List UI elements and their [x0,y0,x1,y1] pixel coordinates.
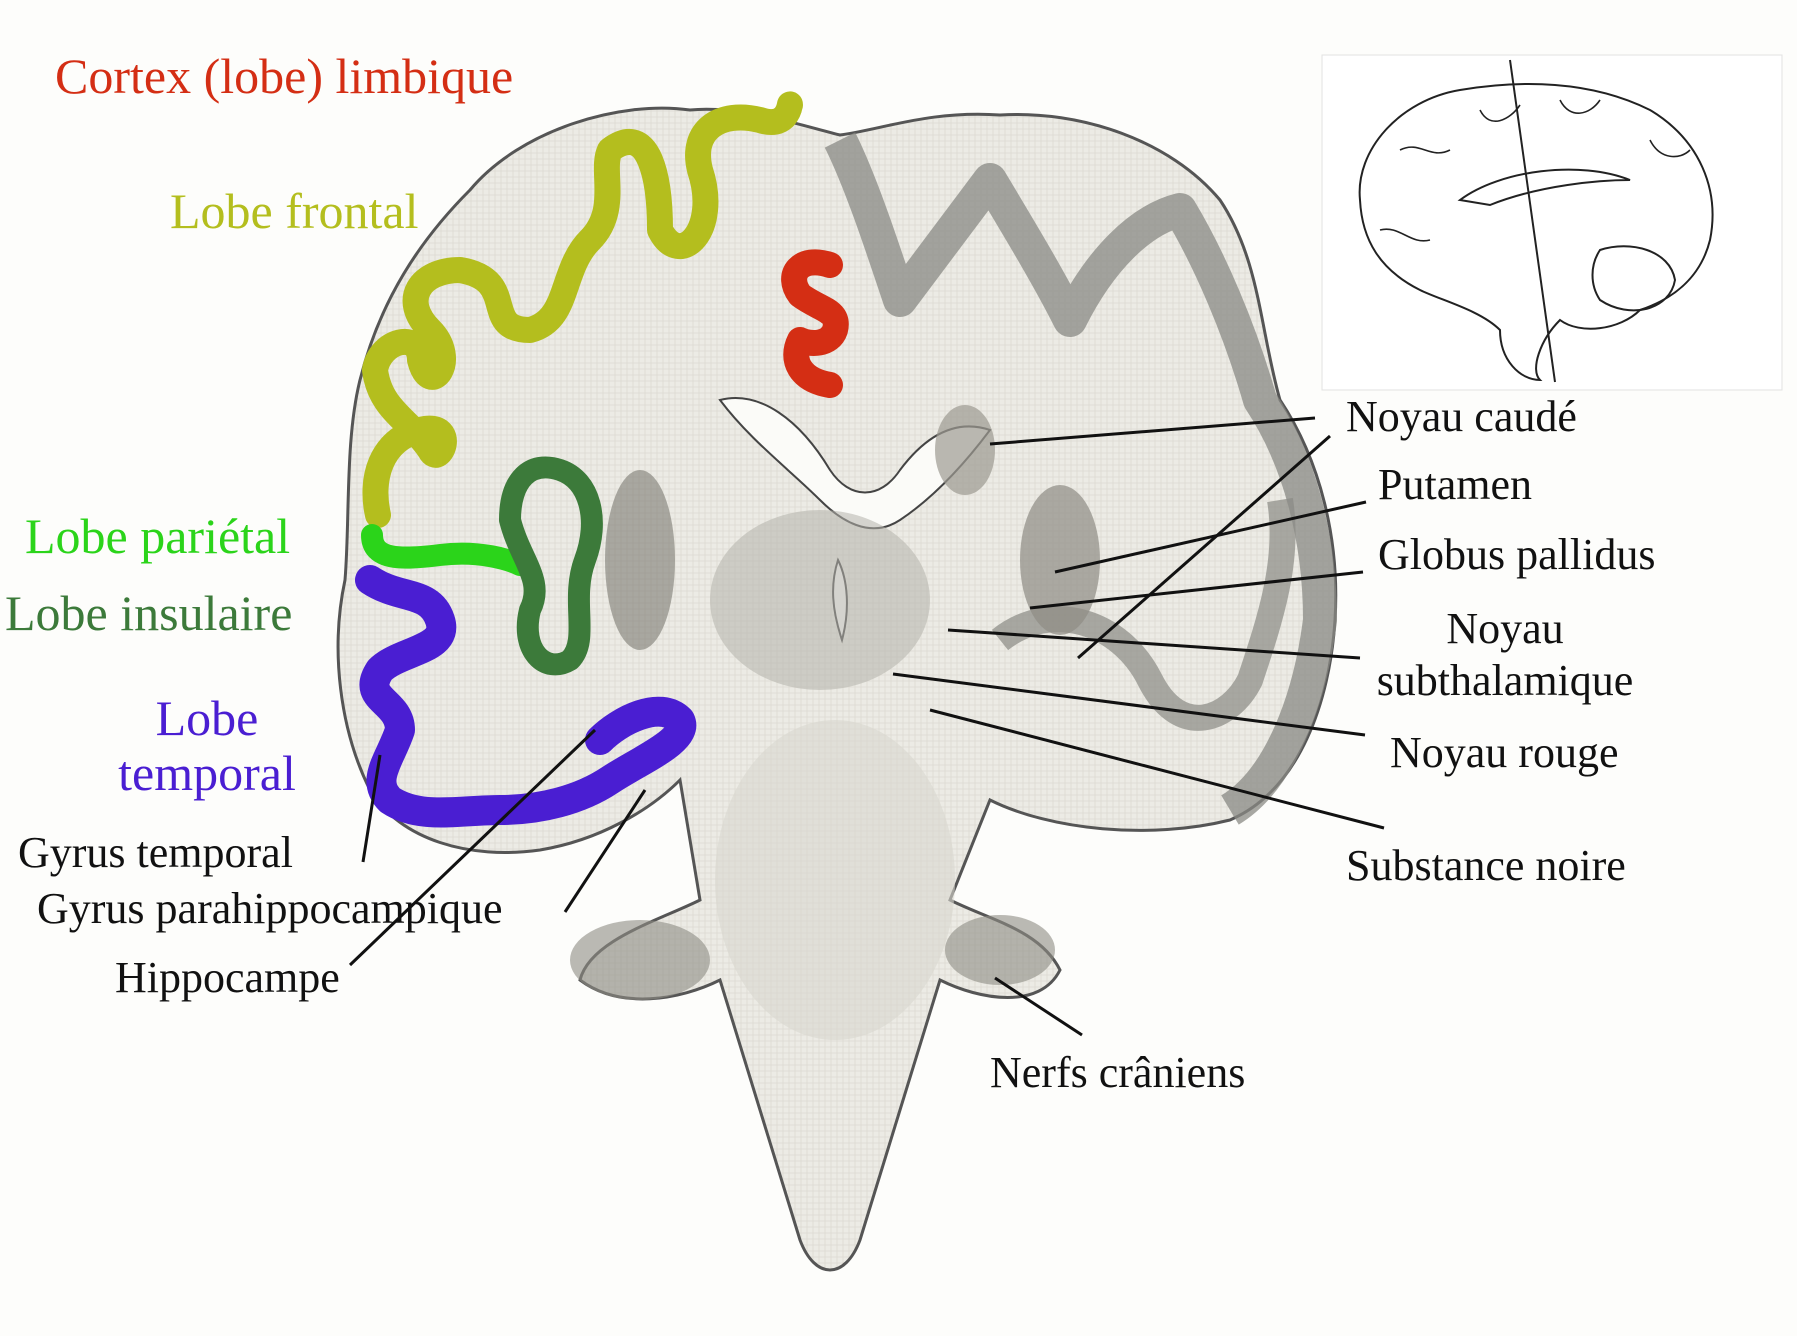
leader-gyrus-parahippocampique [563,789,647,913]
label-putamen: Putamen [1378,460,1532,509]
putamen-shape [1020,485,1100,635]
brainstem-shape [715,720,955,1040]
leader-noyau-caude [989,416,1316,446]
label-lobe-temporal: Lobe temporal [92,692,322,799]
lobe-overlays [355,91,849,828]
label-substance-noire: Substance noire [1346,841,1626,890]
insular-overlay [499,456,603,676]
leader-lines [348,416,1385,1037]
leader-hippocampe [348,728,597,967]
leader-noyau-subthalamique [947,628,1361,660]
leader-gyrus-temporal [361,754,382,863]
cerebellum-right [945,915,1055,985]
label-hippocampe: Hippocampe [115,953,340,1002]
parietal-overlay [361,524,531,576]
label-globus-pallidus: Globus pallidus [1378,530,1656,579]
label-gyrus-temporal: Gyrus temporal [18,828,293,877]
frontal-overlay [362,91,803,528]
leader-noyau-caude-2 [1077,434,1331,660]
cerebellum-left [570,920,710,1000]
leader-putamen [1054,500,1367,574]
label-gyrus-parahippocampique: Gyrus parahippocampique [37,884,503,933]
leader-globus-pallidus [1029,570,1364,610]
limbic-overlay [781,249,849,398]
label-noyau-rouge: Noyau rouge [1390,728,1619,777]
inset-gyri [1379,99,1691,242]
label-lobe-insulaire: Lobe insulaire [5,585,293,641]
thalamus-shape [710,510,930,690]
leader-substance-noire [929,708,1385,830]
right-cortex-band [824,132,1337,825]
label-noyau-subthalamique-line2: subthalamique [1376,656,1634,706]
label-lobe-temporal-line2: temporal [118,744,296,801]
inset-sagittal-diagram [1321,54,1783,391]
label-lobe-parietal: Lobe pariétal [25,508,291,564]
inset-section-line [1509,59,1556,383]
leader-noyau-rouge [892,672,1366,737]
inset-cerebellum [1591,245,1677,312]
brain-section [336,106,1338,1272]
leader-nerfs-craniens [994,976,1083,1037]
label-cortex-limbique: Cortex (lobe) limbique [55,48,514,104]
label-noyau-subthalamique-line1: Noyau [1446,604,1564,653]
label-nerfs-craniens: Nerfs crâniens [990,1048,1246,1097]
label-lobe-frontal: Lobe frontal [170,183,419,239]
left-insula-shape [605,470,675,650]
label-noyau-caude: Noyau caudé [1346,392,1577,441]
label-lobe-temporal-line1: Lobe [155,690,259,746]
inset-corpus-callosum [1457,168,1631,207]
caudate-nucleus-shape [935,405,995,495]
label-noyau-subthalamique: Noyau subthalamique [1345,604,1665,706]
temporal-overlay [355,565,696,828]
